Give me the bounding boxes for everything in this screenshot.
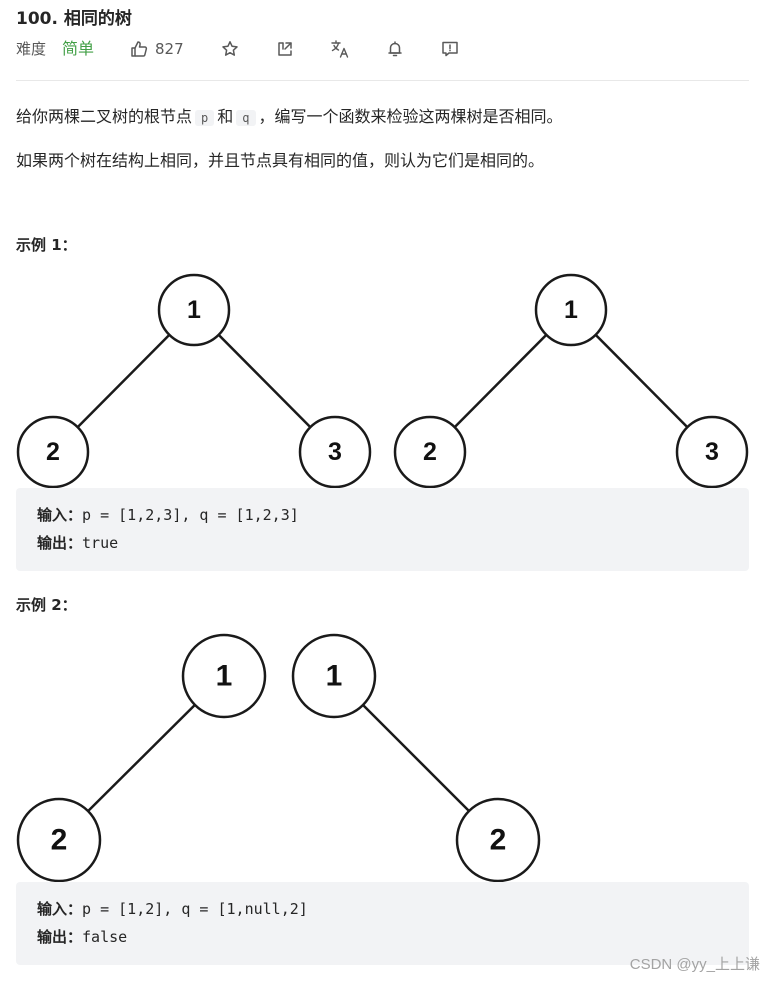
input-line: 输入：p = [1,2], q = [1,null,2] <box>37 899 308 919</box>
tree-node <box>393 415 467 489</box>
tree-node-label: 1 <box>564 296 578 324</box>
tree-node <box>455 797 541 883</box>
tree-node-label: 1 <box>326 660 343 693</box>
tree-node <box>298 415 372 489</box>
tree-node-label: 2 <box>490 824 507 857</box>
thumbs-up-icon <box>130 40 148 58</box>
bell-icon <box>386 40 404 58</box>
like-button[interactable]: 827 <box>130 38 184 60</box>
share-button[interactable] <box>275 38 295 60</box>
header-divider <box>16 80 749 81</box>
tree-node <box>157 273 231 347</box>
problem-title: 100. 相同的树 <box>16 9 132 29</box>
difficulty-label: 难度 <box>16 40 47 58</box>
input-value: p = [1,2,3], q = [1,2,3] <box>82 506 299 524</box>
star-icon <box>221 40 239 58</box>
output-value: true <box>82 534 119 552</box>
translate-button[interactable] <box>330 38 350 60</box>
tree-node <box>675 415 749 489</box>
output-line: 输出：true <box>37 533 118 553</box>
tree-node-label: 1 <box>216 660 233 693</box>
inline-code-p: p <box>195 110 215 126</box>
example-2-title: 示例 2： <box>16 596 77 614</box>
tree-node <box>16 797 102 883</box>
output-line: 输出：false <box>37 927 127 947</box>
description-text: ，编写一个函数来检验这两棵树是否相同。 <box>258 107 563 126</box>
description-text: 给你两棵二叉树的根节点 <box>16 107 193 126</box>
tree-node-label: 2 <box>51 824 68 857</box>
tree-node <box>181 633 267 719</box>
tree-node <box>291 633 377 719</box>
tree-node <box>16 415 90 489</box>
example-2-tree-diagram: 1 2 1 2 <box>16 633 541 883</box>
example-1-title: 示例 1： <box>16 236 77 254</box>
input-value: p = [1,2], q = [1,null,2] <box>82 900 308 918</box>
tree-node-label: 3 <box>705 438 719 466</box>
feedback-icon <box>441 40 459 58</box>
feedback-button[interactable] <box>440 38 460 60</box>
inline-code-q: q <box>236 110 256 126</box>
input-label: 输入： <box>37 900 83 918</box>
description-line-2: 如果两个树在结构上相同，并且节点具有相同的值，则认为它们是相同的。 <box>16 151 545 170</box>
output-value: false <box>82 928 128 946</box>
subscribe-button[interactable] <box>385 38 405 60</box>
tree-node-label: 2 <box>423 438 437 466</box>
tree-node-label: 1 <box>187 296 201 324</box>
difficulty-badge: 简单 <box>62 39 95 58</box>
share-icon <box>276 40 294 58</box>
translate-icon <box>330 39 350 59</box>
tree-node <box>534 273 608 347</box>
input-label: 输入： <box>37 506 83 524</box>
tree-node-label: 3 <box>328 438 342 466</box>
example-1-io-block: 输入：p = [1,2,3], q = [1,2,3] 输出：true <box>16 488 749 571</box>
tree-node-label: 2 <box>46 438 60 466</box>
problem-meta-bar: 难度 简单 827 <box>16 38 756 60</box>
output-label: 输出： <box>37 534 83 552</box>
example-2-io-block: 输入：p = [1,2], q = [1,null,2] 输出：false <box>16 882 749 965</box>
watermark: CSDN @yy_上上谦 <box>629 956 760 973</box>
example-1-tree-diagram: 1 2 3 1 2 3 <box>16 273 749 489</box>
description-text: 和 <box>217 107 234 126</box>
like-count: 827 <box>155 40 184 58</box>
favorite-button[interactable] <box>220 38 240 60</box>
output-label: 输出： <box>37 928 83 946</box>
input-line: 输入：p = [1,2,3], q = [1,2,3] <box>37 505 299 525</box>
